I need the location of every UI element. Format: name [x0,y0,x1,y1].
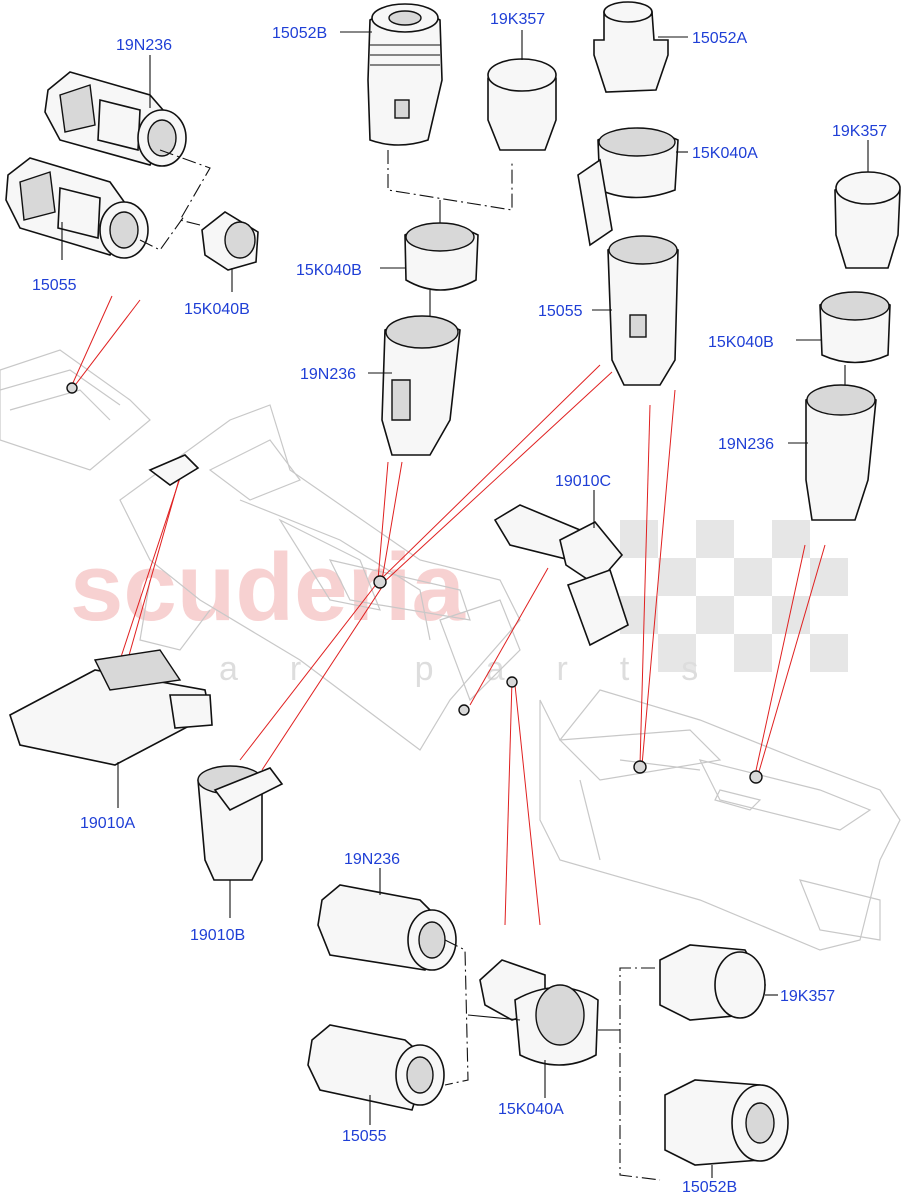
label-19K357-right: 19K357 [832,123,887,140]
console-socket-markers [66,382,763,784]
bezel-15K040B-centre [404,222,479,291]
bracket-15K040A-top [577,127,679,247]
harness-connector-icon [148,454,200,486]
label-19N236-bottom: 19N236 [344,851,400,868]
label-leaders [61,30,869,1178]
cap-15052A [593,1,669,93]
label-19N236-right: 19N236 [718,436,774,453]
dash-link-topleft-2 [139,214,186,251]
socket-19N236-topleft [44,71,187,167]
label-15055-bottom: 15055 [342,1128,387,1145]
socket-19010B [197,765,284,881]
label-19010C: 19010C [555,473,611,490]
dash-link-topleft [159,149,211,226]
socket-15055-topleft [5,157,149,259]
centre-console-ghost [0,349,901,951]
label-15K040B-left: 15K040B [184,301,250,318]
plug-19K357-bottom [659,944,766,1021]
plug-19K357-right [834,171,901,269]
label-15052B-bottom: 15052B [682,1179,737,1196]
label-15055-mid: 15055 [538,303,583,320]
label-19N236-mid: 19N236 [300,366,356,383]
socket-19N236-centre [381,315,461,456]
watermark-subtitle: car parts [150,650,750,688]
label-19K357-top: 19K357 [490,11,545,28]
leader-bottom-join [467,1014,521,1021]
label-15K040A-bottom: 15K040A [498,1101,564,1118]
plug-19K357-top [487,58,557,151]
label-15K040B-right: 15K040B [708,334,774,351]
label-19010A: 19010A [80,815,135,832]
label-19K357-bottom: 19K357 [780,988,835,1005]
dash-link-bottom-right [619,967,661,1181]
label-15052A: 15052A [692,30,747,47]
bezel-15K040B-right [819,291,891,364]
watermark-brand: scuderia [70,534,465,641]
lighter-15052B-bottom [664,1079,789,1166]
lighter-15052B-top [367,3,443,146]
dash-link-bottom-left [444,939,469,1086]
socket-19010C-flap [493,504,629,647]
callout-lines [71,295,826,926]
label-15052B-top: 15052B [272,25,327,42]
module-19010A [9,649,213,766]
bezel-15K040B-topleft [201,211,259,271]
bracket-15K040A-bottom [479,959,599,1066]
watermark-checker-flag [620,520,848,672]
label-15055-left: 15055 [32,277,77,294]
dash-link-topcentre [387,150,513,211]
label-19N236-topleft: 19N236 [116,37,172,54]
socket-15055-centre [607,235,679,386]
label-15K040A-top: 15K040A [692,145,758,162]
socket-15055-bottom [307,1024,445,1111]
socket-19N236-bottom [317,884,457,971]
socket-19N236-right [805,384,877,521]
label-19010B: 19010B [190,927,245,944]
label-15K040B-mid: 15K040B [296,262,362,279]
